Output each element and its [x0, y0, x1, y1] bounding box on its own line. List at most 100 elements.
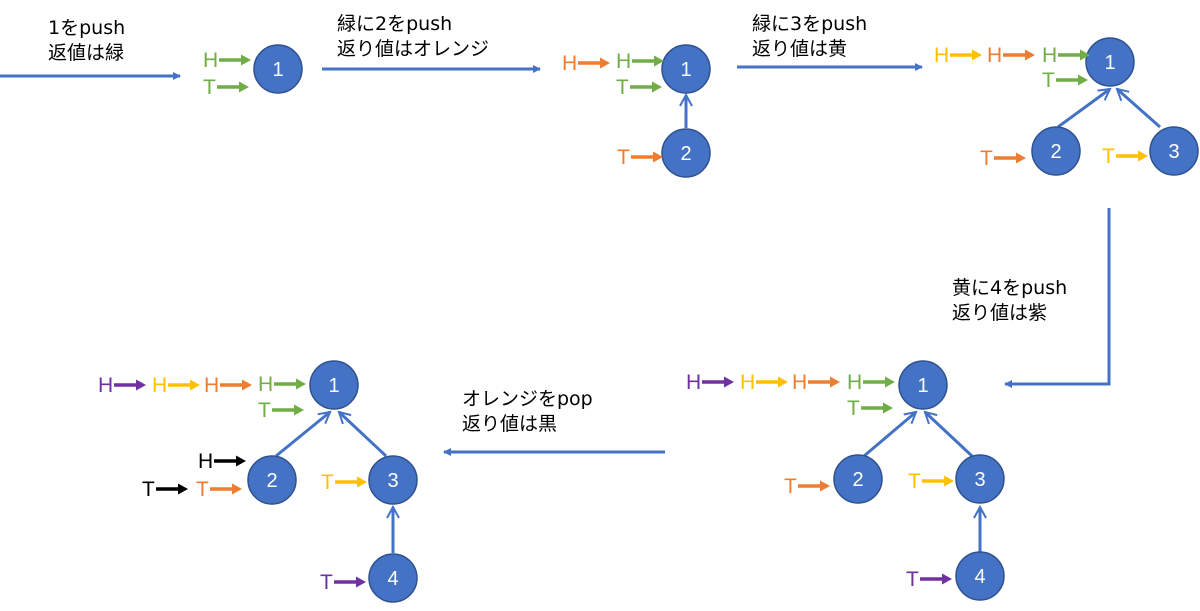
head-orange-pointer: H: [987, 44, 1035, 67]
pointer-arrow-head: [724, 376, 734, 388]
node-circle: [661, 44, 711, 94]
tail-green-pointer: T: [203, 76, 249, 99]
node-label: 1: [328, 375, 339, 397]
pointer-letter: H: [934, 44, 949, 67]
pointer-letter: H: [740, 371, 755, 394]
step-2-caption: 緑に2をpush 返り値はオレンジ: [337, 12, 489, 62]
step-1-line-1: 1をpush: [48, 17, 126, 39]
node-label: 3: [1168, 141, 1179, 163]
tail-yellow-pointer: T: [908, 470, 954, 493]
node-circle: [1149, 126, 1199, 176]
pointer-arrow-head: [830, 376, 840, 388]
tail-yellow-pointer: T: [321, 471, 367, 494]
pointer-letter: H: [686, 371, 701, 394]
pointer-arrow-head: [885, 376, 895, 388]
edge-3-1: [1117, 89, 1161, 129]
pointer-letter: T: [321, 471, 334, 494]
step-2-line-2: 返り値はオレンジ: [337, 38, 490, 60]
pointer-arrow-head: [242, 379, 252, 391]
pointer-letter: T: [258, 399, 271, 422]
head-orange-pointer: H: [562, 52, 610, 75]
node-2: 2: [833, 454, 883, 504]
node-circle: [247, 455, 297, 505]
head-green-pointer: H: [1042, 44, 1090, 67]
pointer-letter: T: [142, 478, 155, 501]
pointer-arrow-head: [1138, 150, 1148, 162]
node-circle: [955, 551, 1005, 601]
pointer-letter: H: [847, 371, 862, 394]
head-yellow-pointer: H: [740, 371, 788, 394]
head-green-pointer: H: [616, 50, 664, 73]
node-label: 3: [974, 469, 985, 491]
pointer-arrow-head: [654, 55, 664, 67]
pointer-letter: T: [196, 478, 209, 501]
pointer-arrow-head: [883, 402, 893, 414]
node-circle: [1085, 37, 1135, 87]
pointer-letter: H: [204, 374, 219, 397]
pointer-letter: T: [906, 568, 919, 591]
pointer-letter: T: [784, 475, 797, 498]
step-4-caption: 黄に4をpush 返り値は紫: [952, 276, 1067, 326]
step-5-line-1: オレンジをpop: [462, 388, 593, 410]
pointer-letter: H: [616, 50, 631, 73]
tail-orange-pointer: T: [196, 478, 242, 501]
pointer-letter: T: [980, 147, 993, 170]
tail-green-pointer: T: [1042, 69, 1088, 92]
node-circle: [833, 454, 883, 504]
tail-green-pointer: T: [258, 399, 304, 422]
edge-2-1: [863, 412, 916, 458]
pointer-arrow-head: [1078, 74, 1088, 86]
pointer-arrow-head: [294, 404, 304, 416]
node-label: 3: [387, 470, 398, 492]
node-1: 1: [1085, 37, 1135, 87]
tail-green-pointer: T: [847, 397, 893, 420]
pointer-arrow-head: [356, 576, 366, 588]
node-label: 1: [680, 59, 691, 81]
head-black-pointer: H: [198, 450, 246, 473]
node-3: 3: [1149, 126, 1199, 176]
pointer-arrow-head: [778, 376, 788, 388]
pointer-arrow-head: [820, 480, 830, 492]
pointer-arrow-head: [239, 81, 249, 93]
pointer-letter: T: [616, 76, 629, 99]
node-1: 1: [309, 360, 359, 410]
flow-arrow-4: [1004, 208, 1111, 388]
pointer-arrow-head: [652, 81, 662, 93]
tail-green-pointer: T: [616, 76, 662, 99]
node-3: 3: [955, 454, 1005, 504]
step-3-caption: 緑に3をpush 返り値は黄: [752, 12, 867, 62]
pointer-arrow-head: [1080, 49, 1090, 61]
node-1: 1: [898, 360, 948, 410]
node-label: 2: [266, 470, 277, 492]
edge-3-1: [925, 412, 974, 458]
pointer-arrow-head: [296, 378, 306, 390]
pointer-letter: T: [617, 146, 630, 169]
pointer-letter: H: [198, 450, 213, 473]
step-5-line-2: 返り値は黒: [462, 413, 558, 435]
node-1: 1: [661, 44, 711, 94]
pointer-letter: T: [203, 76, 216, 99]
node-3: 3: [368, 455, 418, 505]
step-1-caption: 1をpush 返値は緑: [48, 16, 125, 66]
tail-orange-pointer: T: [784, 475, 830, 498]
pointer-letter: T: [320, 571, 333, 594]
node-4: 4: [955, 551, 1005, 601]
node-label: 1: [272, 59, 283, 81]
pointer-letter: H: [98, 374, 113, 397]
node-label: 2: [1050, 141, 1061, 163]
head-yellow-pointer: H: [152, 374, 200, 397]
node-2: 2: [661, 128, 711, 178]
pointer-arrow-head: [136, 379, 146, 391]
pointer-arrow-head: [600, 57, 610, 69]
node-circle: [661, 128, 711, 178]
step-5-caption: オレンジをpop 返り値は黒: [462, 387, 593, 437]
node-circle: [898, 360, 948, 410]
pointer-letter: H: [258, 373, 273, 396]
tail-orange-pointer: T: [617, 146, 663, 169]
head-green-pointer: H: [847, 371, 895, 394]
head-green-pointer: H: [203, 49, 251, 72]
head-purple-pointer: H: [98, 374, 146, 397]
tail-yellow-pointer: T: [1102, 145, 1148, 168]
step-1-line-2: 返値は緑: [48, 42, 125, 64]
